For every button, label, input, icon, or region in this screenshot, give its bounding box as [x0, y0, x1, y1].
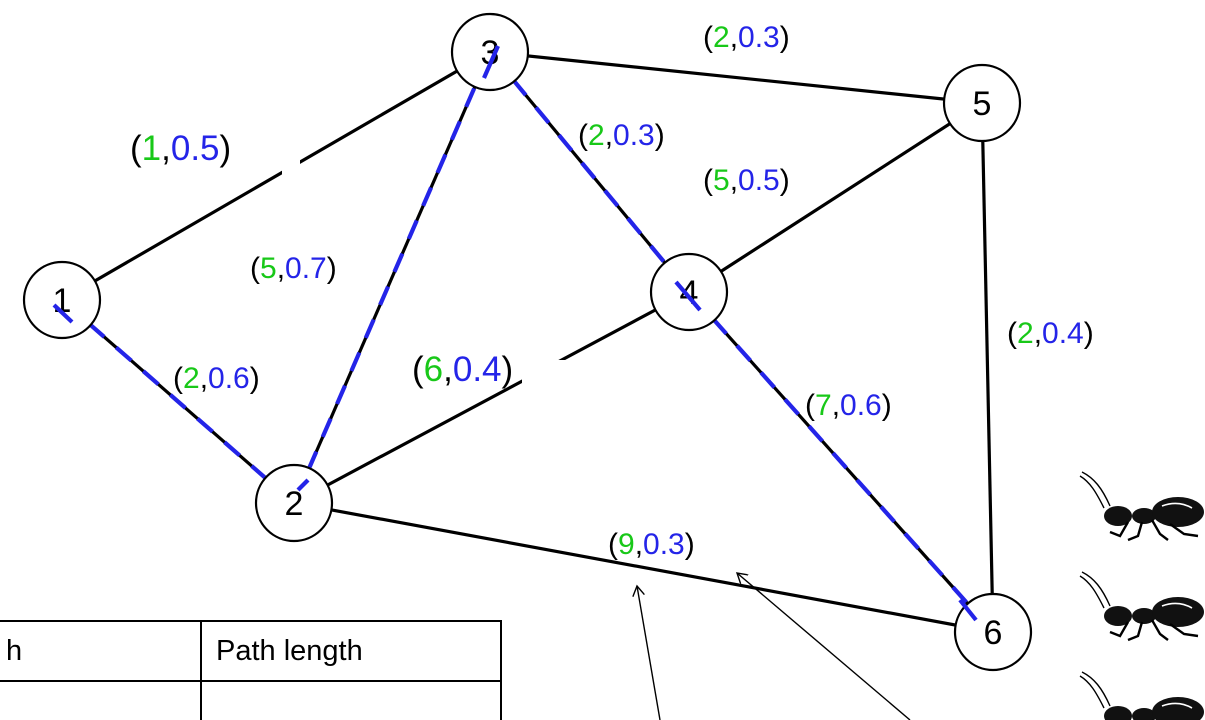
path-table: h Path length	[0, 620, 502, 720]
edge-label-1-2: (2,0.6)	[173, 362, 260, 395]
label-background	[522, 360, 605, 410]
path-marker	[296, 478, 310, 492]
path-marker	[958, 598, 978, 622]
edge-5-6	[980, 102, 995, 633]
edge-label-2-4: (6,0.4)	[412, 350, 513, 389]
edge-label-3-4: (2,0.3)	[578, 119, 665, 152]
node-circle	[942, 63, 1022, 143]
edge-label-4-5: (5,0.5)	[703, 164, 790, 197]
node-circle	[22, 260, 102, 340]
edge-3-5	[489, 50, 983, 105]
path-marker	[482, 45, 500, 79]
table-header-row: h Path length	[0, 620, 502, 682]
edge-2-6	[293, 501, 994, 634]
path-edge-2-3	[292, 51, 492, 504]
node-circle	[450, 12, 530, 92]
edge-1-3	[61, 50, 491, 302]
label-background	[282, 140, 300, 188]
node-label: 2	[285, 485, 304, 523]
edge-label-5-6: (2,0.4)	[1007, 317, 1094, 350]
table-header-path-length: Path length	[200, 620, 502, 682]
ant-icon	[1079, 571, 1204, 642]
arrow-to-label	[737, 573, 911, 720]
node-1: 1	[22, 260, 102, 340]
node-circle	[649, 252, 729, 332]
table-cell	[0, 680, 202, 720]
node-3: 3	[450, 12, 530, 92]
edge-label-3-5: (2,0.3)	[703, 21, 790, 54]
node-2: 2	[254, 463, 334, 543]
table-cell	[200, 680, 502, 720]
edge-4-5	[688, 101, 983, 294]
path-edge-4-6	[687, 290, 995, 634]
ant-icon	[1079, 671, 1204, 720]
table-row	[0, 680, 502, 720]
node-6: 6	[953, 592, 1033, 672]
edge-label-4-6: (7,0.6)	[805, 389, 892, 422]
edge-label-2-6: (9,0.3)	[608, 528, 695, 561]
arrow-to-edge	[637, 586, 661, 720]
edge-label-2-3: (5,0.7)	[250, 252, 337, 285]
path-marker	[52, 303, 74, 324]
node-4: 4	[649, 252, 729, 332]
ant-icon	[1079, 471, 1204, 542]
table-header-path: h	[0, 620, 202, 682]
node-label: 3	[481, 34, 500, 72]
path-edge-3-4	[488, 50, 691, 294]
node-circle	[254, 463, 334, 543]
edge-2-4	[293, 290, 690, 505]
path-edge-1-2	[60, 298, 296, 505]
edge-label-1-3: (1,0.5)	[130, 129, 231, 168]
node-label: 6	[984, 614, 1003, 652]
node-5: 5	[942, 63, 1022, 143]
path-marker	[674, 280, 702, 312]
node-circle	[953, 592, 1033, 672]
node-label: 5	[973, 85, 992, 123]
